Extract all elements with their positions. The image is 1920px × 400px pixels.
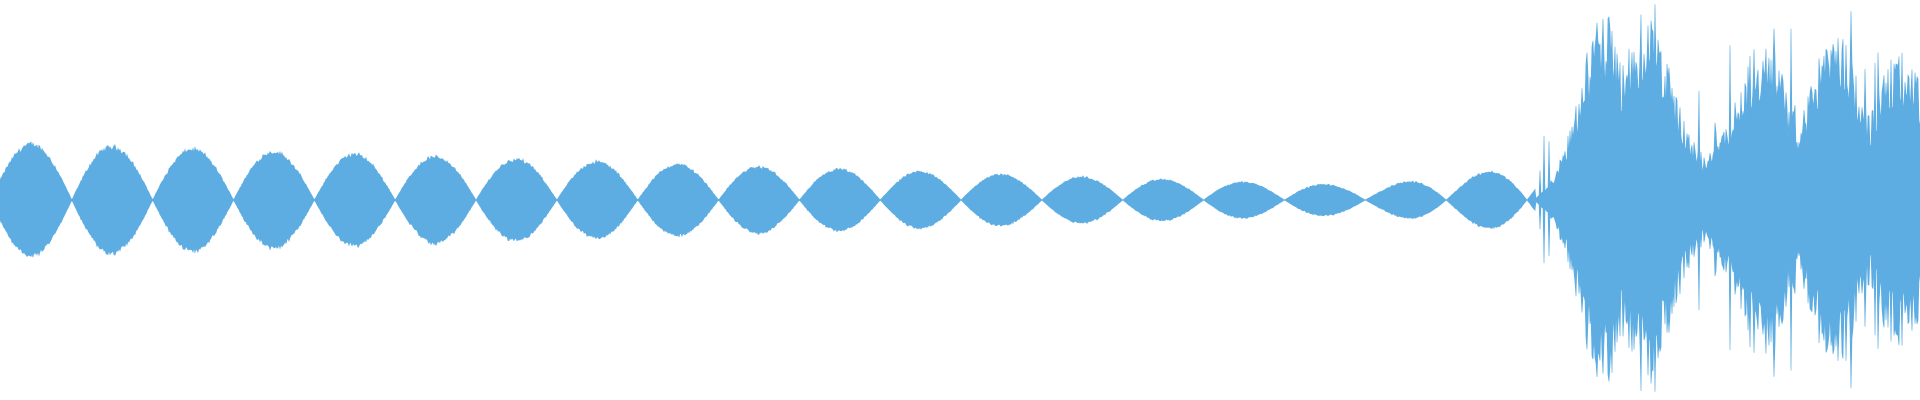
waveform-path xyxy=(0,4,1920,392)
